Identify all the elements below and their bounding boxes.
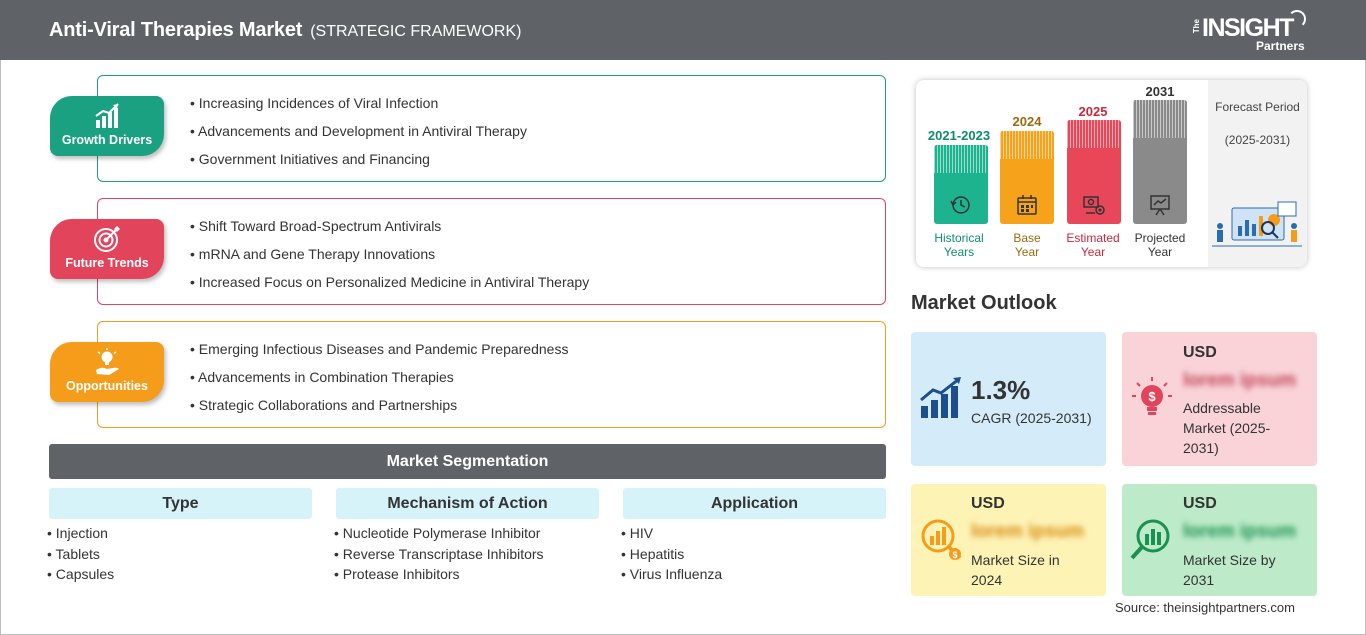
segment-heading-application: Application bbox=[623, 488, 886, 519]
bar-stripes bbox=[1133, 100, 1187, 138]
timeline-caption-line: Projected bbox=[1134, 231, 1186, 245]
growth-chart-icon bbox=[920, 377, 961, 418]
future-trends-label: Future Trends bbox=[65, 256, 149, 270]
timeline-year-historical: 2021-2023 bbox=[927, 128, 991, 143]
header-bar: Anti-Viral Therapies Market (STRATEGIC FR… bbox=[0, 0, 1366, 60]
list-item: Emerging Infectious Diseases and Pandemi… bbox=[190, 341, 569, 369]
timeline-caption-line: Year bbox=[1014, 245, 1040, 259]
timeline-year-base: 2024 bbox=[1012, 114, 1042, 129]
calendar-icon bbox=[1017, 195, 1037, 215]
timeline-year-estimated: 2025 bbox=[1078, 104, 1108, 119]
bar-stripes bbox=[934, 145, 988, 173]
list-item: Increased Focus on Personalized Medicine… bbox=[190, 274, 589, 302]
presentation-board-icon bbox=[1150, 195, 1170, 216]
page-title-text: Anti-Viral Therapies Market bbox=[49, 19, 303, 41]
addressable-label: Addressable Market (2025-2031) bbox=[1183, 400, 1271, 456]
growth-drivers-label: Growth Drivers bbox=[61, 133, 153, 147]
future-trends-badge: Future Trends bbox=[50, 219, 164, 279]
list-item: Increasing Incidences of Viral Infection bbox=[190, 95, 527, 123]
target-icon bbox=[94, 226, 120, 252]
segment-list-application: HIV Hepatitis Virus Influenza bbox=[621, 525, 722, 587]
page-title: Anti-Viral Therapies Market (STRATEGIC FR… bbox=[49, 19, 521, 42]
timeline-caption-line: Estimated bbox=[1066, 231, 1120, 245]
list-item: Hepatitis bbox=[621, 546, 722, 567]
timeline-caption-line: Historical bbox=[934, 231, 984, 245]
list-item: Injection bbox=[47, 525, 114, 546]
segment-heading-type: Type bbox=[49, 488, 312, 519]
list-item: Advancements and Development in Antivira… bbox=[190, 123, 527, 151]
list-item: Advancements in Combination Therapies bbox=[190, 369, 568, 397]
segment-list-mechanism: Nucleotide Polymerase Inhibitor Reverse … bbox=[334, 525, 544, 587]
cagr-value: 1.3% bbox=[971, 375, 1031, 405]
forecast-period-range: (2025-2031) bbox=[1224, 133, 1291, 147]
timeline-caption-line: Year bbox=[1080, 245, 1106, 259]
timeline-bar-base bbox=[1000, 131, 1054, 224]
money-lightbulb-icon: $ bbox=[1132, 377, 1172, 415]
market-size-2031-label: Market Size by 2031 bbox=[1183, 552, 1276, 588]
growth-chart-icon bbox=[95, 103, 119, 128]
logo-sub: Partners bbox=[1256, 39, 1305, 53]
bar-stripes bbox=[1067, 120, 1121, 148]
market-size-2024-value: lorem ipsum bbox=[971, 521, 1084, 542]
growth-drivers-box: Increasing Incidences of Viral Infection… bbox=[97, 75, 886, 182]
market-outlook-title: Market Outlook bbox=[911, 292, 1057, 314]
logo-arc-icon bbox=[1288, 10, 1306, 28]
list-item: Nucleotide Polymerase Inhibitor bbox=[334, 525, 544, 546]
market-size-2031-value: lorem ipsum bbox=[1183, 521, 1296, 542]
market-size-2024-label: Market Size in 2024 bbox=[971, 552, 1060, 588]
timeline-year-projected: 2031 bbox=[1145, 84, 1175, 99]
lightbulb-hand-icon bbox=[96, 348, 119, 375]
market-size-2024-usd: USD bbox=[971, 495, 1005, 512]
list-item: Protease Inhibitors bbox=[334, 566, 544, 587]
timeline-bar-projected bbox=[1133, 100, 1187, 224]
list-item: HIV bbox=[621, 525, 722, 546]
cagr-label: CAGR (2025-2031) bbox=[971, 410, 1092, 426]
addressable-value: lorem ipsum bbox=[1183, 370, 1296, 391]
logo-the: The bbox=[1192, 19, 1201, 34]
growth-drivers-badge: Growth Drivers bbox=[50, 96, 164, 156]
list-item: mRNA and Gene Therapy Innovations bbox=[190, 246, 589, 274]
analytics-people-icon bbox=[1212, 201, 1302, 247]
list-item: Reverse Transcriptase Inhibitors bbox=[334, 546, 544, 567]
estimate-gears-icon bbox=[1083, 196, 1105, 215]
addressable-usd: USD bbox=[1183, 344, 1217, 361]
insight-partners-logo: The INSIGHT Partners bbox=[1190, 10, 1310, 54]
logo-main: INSIGHT bbox=[1202, 14, 1294, 42]
list-item: Strategic Collaborations and Partnership… bbox=[190, 397, 568, 425]
timeline-caption-line: Year bbox=[1147, 245, 1173, 259]
future-trends-list: Shift Toward Broad-Spectrum Antivirals m… bbox=[190, 218, 589, 302]
forecast-period-label: Forecast Period bbox=[1215, 100, 1300, 114]
segmentation-title: Market Segmentation bbox=[49, 444, 886, 479]
page-subtitle: (STRATEGIC FRAMEWORK) bbox=[310, 23, 522, 40]
source-credit: Source: theinsightpartners.com bbox=[1115, 600, 1295, 615]
market-size-2031-usd: USD bbox=[1183, 495, 1217, 512]
svg-text:$: $ bbox=[1148, 389, 1156, 404]
growth-drivers-list: Increasing Incidences of Viral Infection… bbox=[190, 95, 527, 179]
market-size-magnifier-icon bbox=[1130, 519, 1170, 560]
future-trends-box: Shift Toward Broad-Spectrum Antivirals m… bbox=[97, 198, 886, 305]
timeline-bar-historical bbox=[934, 145, 988, 224]
svg-text:$: $ bbox=[952, 550, 957, 560]
list-item: Capsules bbox=[47, 566, 114, 587]
timeline-caption-line: Base bbox=[1013, 231, 1041, 245]
opportunities-box: Emerging Infectious Diseases and Pandemi… bbox=[97, 321, 886, 428]
list-item: Virus Influenza bbox=[621, 566, 722, 587]
segment-list-type: Injection Tablets Capsules bbox=[47, 525, 115, 587]
history-clock-icon bbox=[950, 196, 970, 214]
bar-stripes bbox=[1000, 131, 1054, 159]
opportunities-list: Emerging Infectious Diseases and Pandemi… bbox=[190, 341, 568, 425]
timeline-caption-line: Years bbox=[943, 245, 975, 259]
opportunities-label: Opportunities bbox=[66, 379, 148, 393]
market-size-magnifier-icon: $ bbox=[921, 519, 962, 560]
opportunities-badge: Opportunities bbox=[50, 342, 164, 402]
segment-heading-mechanism: Mechanism of Action bbox=[336, 488, 599, 519]
list-item: Shift Toward Broad-Spectrum Antivirals bbox=[190, 218, 589, 246]
list-item: Tablets bbox=[47, 546, 114, 567]
timeline-bar-estimated bbox=[1067, 120, 1121, 224]
list-item: Government Initiatives and Financing bbox=[190, 151, 527, 179]
